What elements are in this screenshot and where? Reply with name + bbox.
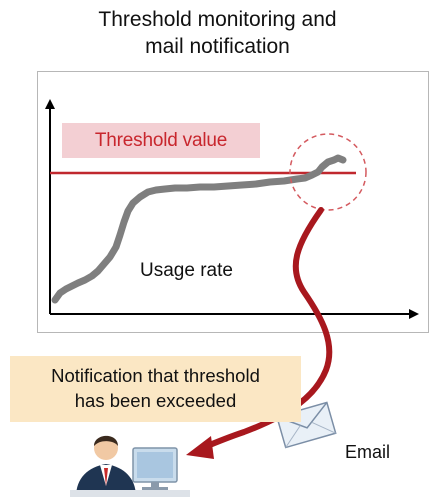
exceedance-highlight-circle <box>289 133 367 211</box>
chart-frame <box>37 71 429 333</box>
usage-rate-label: Usage rate <box>140 260 233 281</box>
notification-line-2: has been exceeded <box>74 390 237 411</box>
email-label: Email <box>345 442 391 462</box>
threshold-value-label: Threshold value <box>62 123 260 158</box>
notification-arrowhead <box>186 436 214 459</box>
usage-rate-curve <box>51 154 347 304</box>
title-line-1: Threshold monitoring and <box>98 8 337 31</box>
title-line-2: mail notification <box>145 35 290 58</box>
notification-message-box: Notification that threshold has been exc… <box>10 356 301 422</box>
diagram-title: Threshold monitoring and mail notificati… <box>0 6 435 60</box>
notification-arrow <box>197 207 333 452</box>
notification-line-1: Notification that threshold <box>51 365 260 386</box>
user-at-computer-icon <box>70 435 190 497</box>
